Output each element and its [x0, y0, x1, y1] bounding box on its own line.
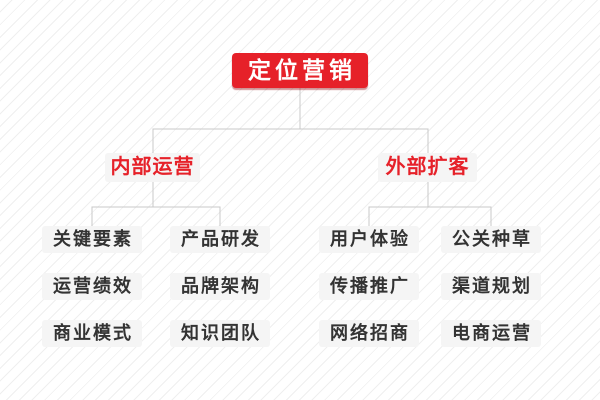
- leaf-node-online-merchants: 网络招商: [319, 320, 419, 347]
- branch-node-external-expansion: 外部扩客: [378, 153, 477, 182]
- connector-root-to-branches: [152, 88, 429, 153]
- branch-node-internal-operations: 内部运营: [105, 153, 200, 182]
- root-node-positioning-marketing: 定位营销: [232, 53, 368, 88]
- leaf-node-channel-planning: 渠道规划: [441, 273, 541, 300]
- leaf-node-ecommerce-operation: 电商运营: [441, 320, 541, 347]
- leaf-node-key-elements: 关键要素: [42, 226, 142, 253]
- leaf-node-operation-performance: 运营绩效: [42, 273, 142, 300]
- leaf-node-product-rd: 产品研发: [170, 226, 270, 253]
- leaf-node-communication-promotion: 传播推广: [319, 273, 419, 300]
- connector-left-branch-to-leaves: [91, 182, 221, 226]
- leaf-node-business-model: 商业模式: [42, 320, 142, 347]
- leaf-node-knowledge-team: 知识团队: [170, 320, 270, 347]
- leaf-node-pr-seeding: 公关种草: [441, 226, 541, 253]
- connector-right-branch-to-leaves: [368, 182, 492, 226]
- leaf-node-brand-architecture: 品牌架构: [170, 273, 270, 300]
- leaf-node-user-experience: 用户体验: [319, 226, 419, 253]
